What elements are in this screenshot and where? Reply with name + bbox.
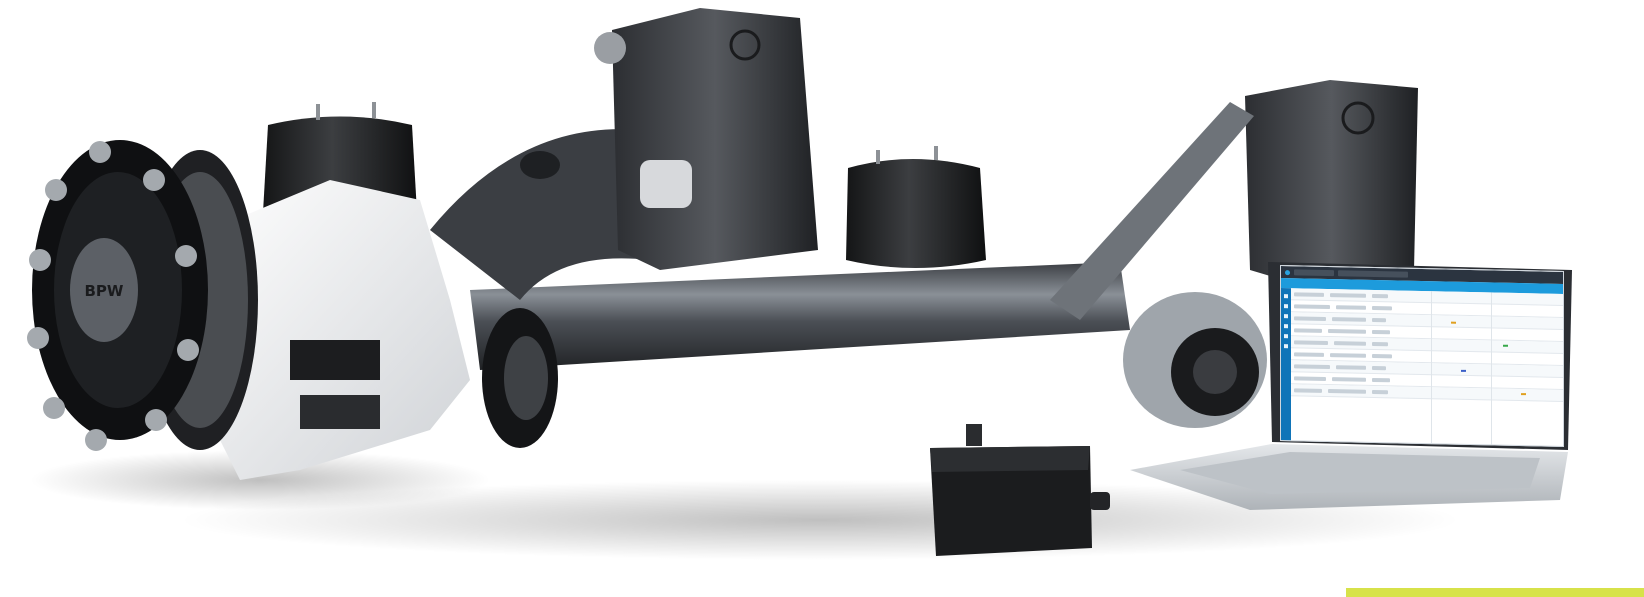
hanger-bracket-right	[1245, 80, 1418, 285]
laptop-screen	[1280, 265, 1564, 447]
grid-divider	[1491, 292, 1492, 447]
sidebar-icon	[1284, 344, 1288, 349]
sidebar-icon	[1284, 294, 1288, 299]
air-bellows-middle	[846, 159, 986, 268]
brake-caliper-left	[200, 180, 470, 480]
ground-shadow	[180, 480, 1460, 560]
wheel-studs	[27, 141, 199, 451]
status-mark	[1451, 321, 1456, 324]
sidebar-icon	[1284, 314, 1288, 319]
screen-tab	[1294, 269, 1334, 277]
screen-data-grid	[1291, 288, 1563, 447]
sidebar-icon	[1284, 304, 1288, 309]
shock-absorber-right	[1050, 102, 1254, 320]
accent-strip	[1346, 588, 1644, 597]
trailing-arm-left	[430, 129, 650, 300]
app-logo-icon	[1285, 269, 1290, 275]
sidebar-icon	[1284, 334, 1288, 339]
sensor-mount	[966, 424, 982, 446]
grid-divider	[1431, 291, 1432, 446]
screen-sidebar	[1281, 288, 1291, 443]
laptop-keyboard	[1180, 452, 1540, 494]
hanger-bracket-left	[612, 8, 818, 270]
status-mark	[1461, 369, 1466, 372]
status-mark	[1503, 344, 1508, 347]
sidebar-icon	[1284, 324, 1288, 329]
hub-cap	[70, 238, 138, 342]
axle-tube	[470, 262, 1130, 370]
emblem-icon-right	[1341, 101, 1375, 135]
hub-cap-emblem: BPW	[85, 282, 124, 300]
screen-address	[1338, 270, 1408, 278]
telematics-module	[930, 446, 1092, 556]
emblem-icon	[729, 29, 761, 61]
status-mark	[1521, 393, 1526, 396]
bolt-head	[594, 32, 626, 64]
